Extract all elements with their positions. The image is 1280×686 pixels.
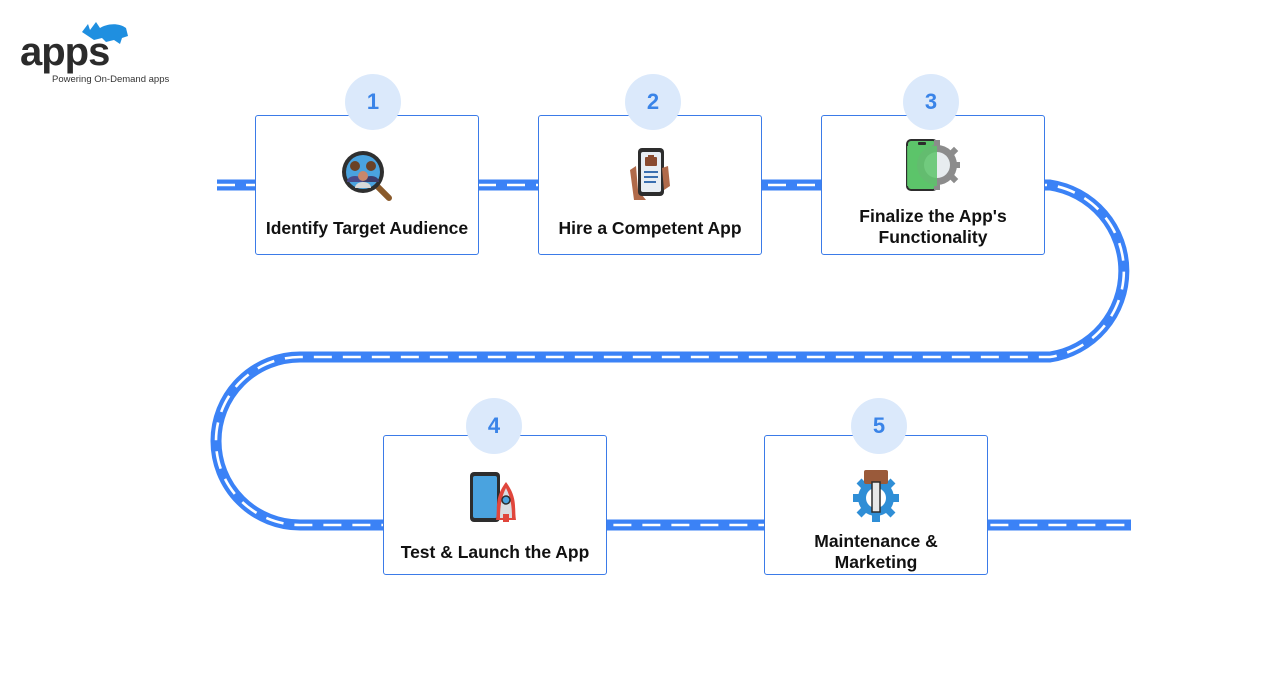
step-number-3: 3 [903,74,959,130]
gear-hammer-icon [853,470,899,522]
step-label-5: Maintenance & Marketing [765,531,987,573]
step-label-5-line2: Marketing [834,552,918,572]
audience-magnifier-icon [342,151,392,201]
brand-name: apps [20,30,110,74]
step-label-1: Identify Target Audience [265,218,469,238]
step-card-5: Maintenance & Marketing [764,435,988,575]
step-card-3: Finalize the App's Functionality [821,115,1045,255]
step-label-3-line2: Functionality [878,227,988,247]
step-label-4: Test & Launch the App [400,542,590,562]
step-label-5-line1: Maintenance & [814,531,938,551]
step-card-4: Test & Launch the App [383,435,607,575]
step-card-1: Identify Target Audience [255,115,479,255]
brand-tagline: Powering On-Demand apps [52,74,170,85]
step-card-2: Hire a Competent App [538,115,762,255]
phone-gear-icon [906,139,960,191]
phone-rocket-icon [470,472,516,522]
step-label-3: Finalize the App's Functionality [822,206,1044,248]
step-number-4: 4 [466,398,522,454]
step-number-5: 5 [851,398,907,454]
step-number-1: 1 [345,74,401,130]
phone-briefcase-icon [630,148,670,200]
step-label-2: Hire a Competent App [558,218,742,238]
step-number-2: 2 [625,74,681,130]
rhino-icon [82,22,128,44]
brand-logo: apps Powering On-Demand apps [20,18,190,88]
step-label-3-line1: Finalize the App's [859,206,1007,226]
